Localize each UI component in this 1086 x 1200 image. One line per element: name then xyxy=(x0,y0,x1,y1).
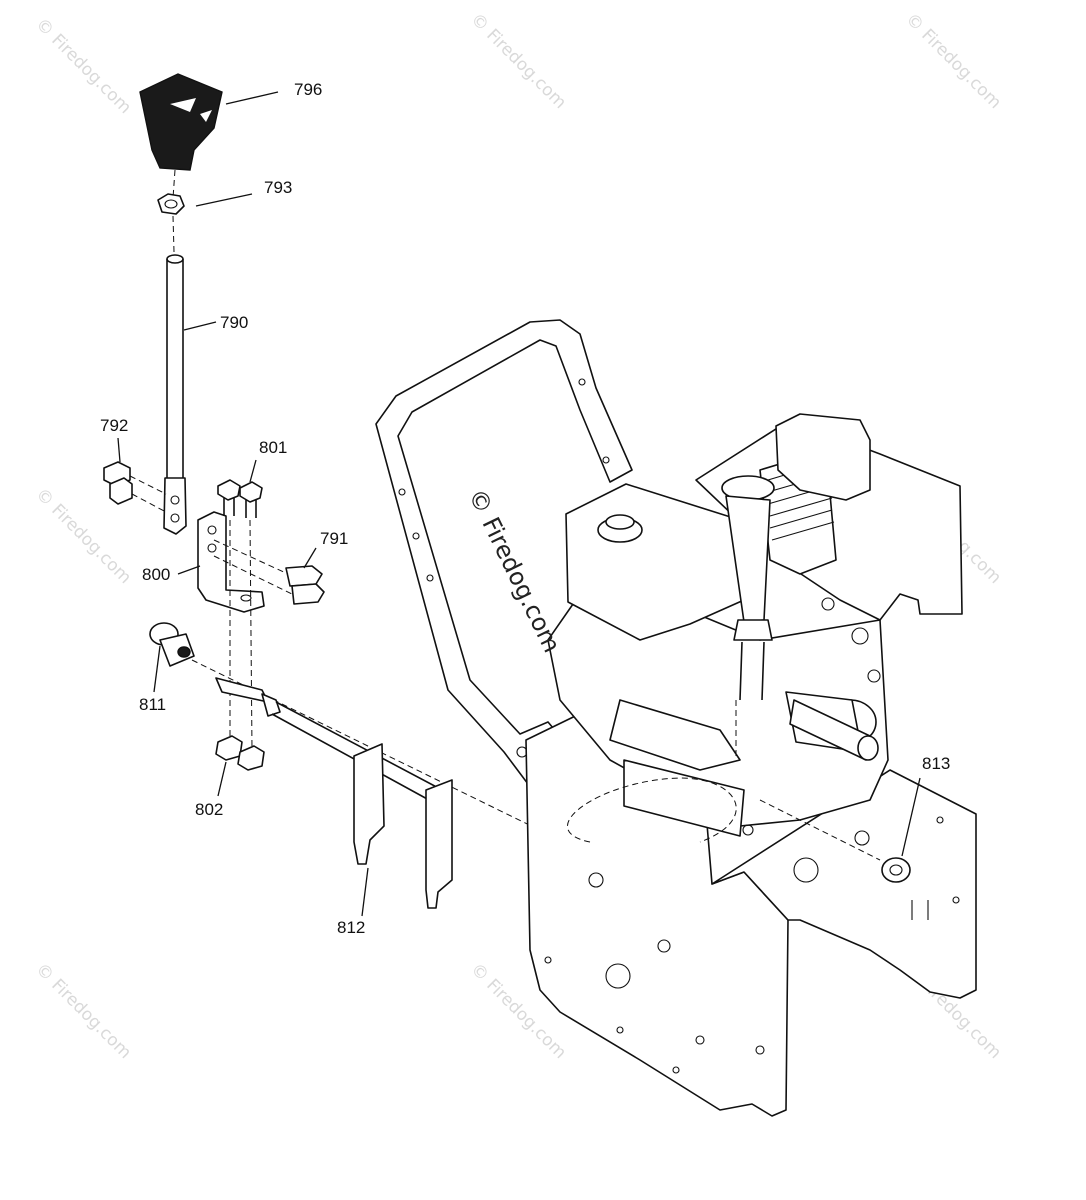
callout-802: 802 xyxy=(195,800,223,819)
bolts-791 xyxy=(285,565,325,605)
callout-791: 791 xyxy=(320,529,348,548)
shift-fork-left xyxy=(353,743,385,865)
callout-793: 793 xyxy=(264,178,292,197)
watermark-tr: © Firedog.com xyxy=(901,9,1005,113)
callout-812: 812 xyxy=(337,918,365,937)
watermark-bl: © Firedog.com xyxy=(31,959,135,1063)
bracket-800 xyxy=(197,511,265,613)
callout-labels: 796 793 790 792 801 791 800 811 802 812 … xyxy=(100,80,950,937)
e-ring-813 xyxy=(881,857,911,883)
hex-nut-top xyxy=(157,193,185,215)
leader-lines xyxy=(117,91,921,917)
shift-knob xyxy=(139,73,223,171)
bolt-792 xyxy=(103,461,133,505)
callout-792: 792 xyxy=(100,416,128,435)
shift-rod xyxy=(163,254,187,535)
watermark-tl: © Firedog.com xyxy=(31,14,135,118)
callout-811: 811 xyxy=(139,695,166,714)
watermark-center: © Firedog.com xyxy=(463,484,566,657)
shift-shaft xyxy=(215,677,452,809)
callout-813: 813 xyxy=(922,754,950,773)
bushing-811 xyxy=(149,622,195,667)
callout-801: 801 xyxy=(259,438,287,457)
engine xyxy=(547,413,963,837)
bolts-801 xyxy=(217,479,263,518)
callout-800: 800 xyxy=(142,565,170,584)
callout-796: 796 xyxy=(294,80,322,99)
watermark-tc: © Firedog.com xyxy=(466,9,570,113)
callout-790: 790 xyxy=(220,313,248,332)
shift-fork-right xyxy=(425,779,453,909)
nuts-802 xyxy=(215,735,265,771)
